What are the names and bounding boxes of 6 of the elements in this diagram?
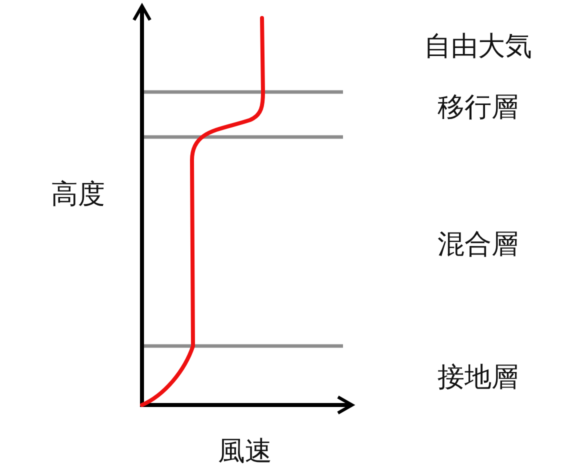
layer-label: 接地層 <box>438 363 518 393</box>
layer-label: 混合層 <box>438 230 518 260</box>
axis-label: 風速 <box>218 437 272 467</box>
layer-label: 移行層 <box>438 93 518 123</box>
layer-label: 自由大気 <box>424 32 532 62</box>
axis-label: 高度 <box>51 180 105 210</box>
